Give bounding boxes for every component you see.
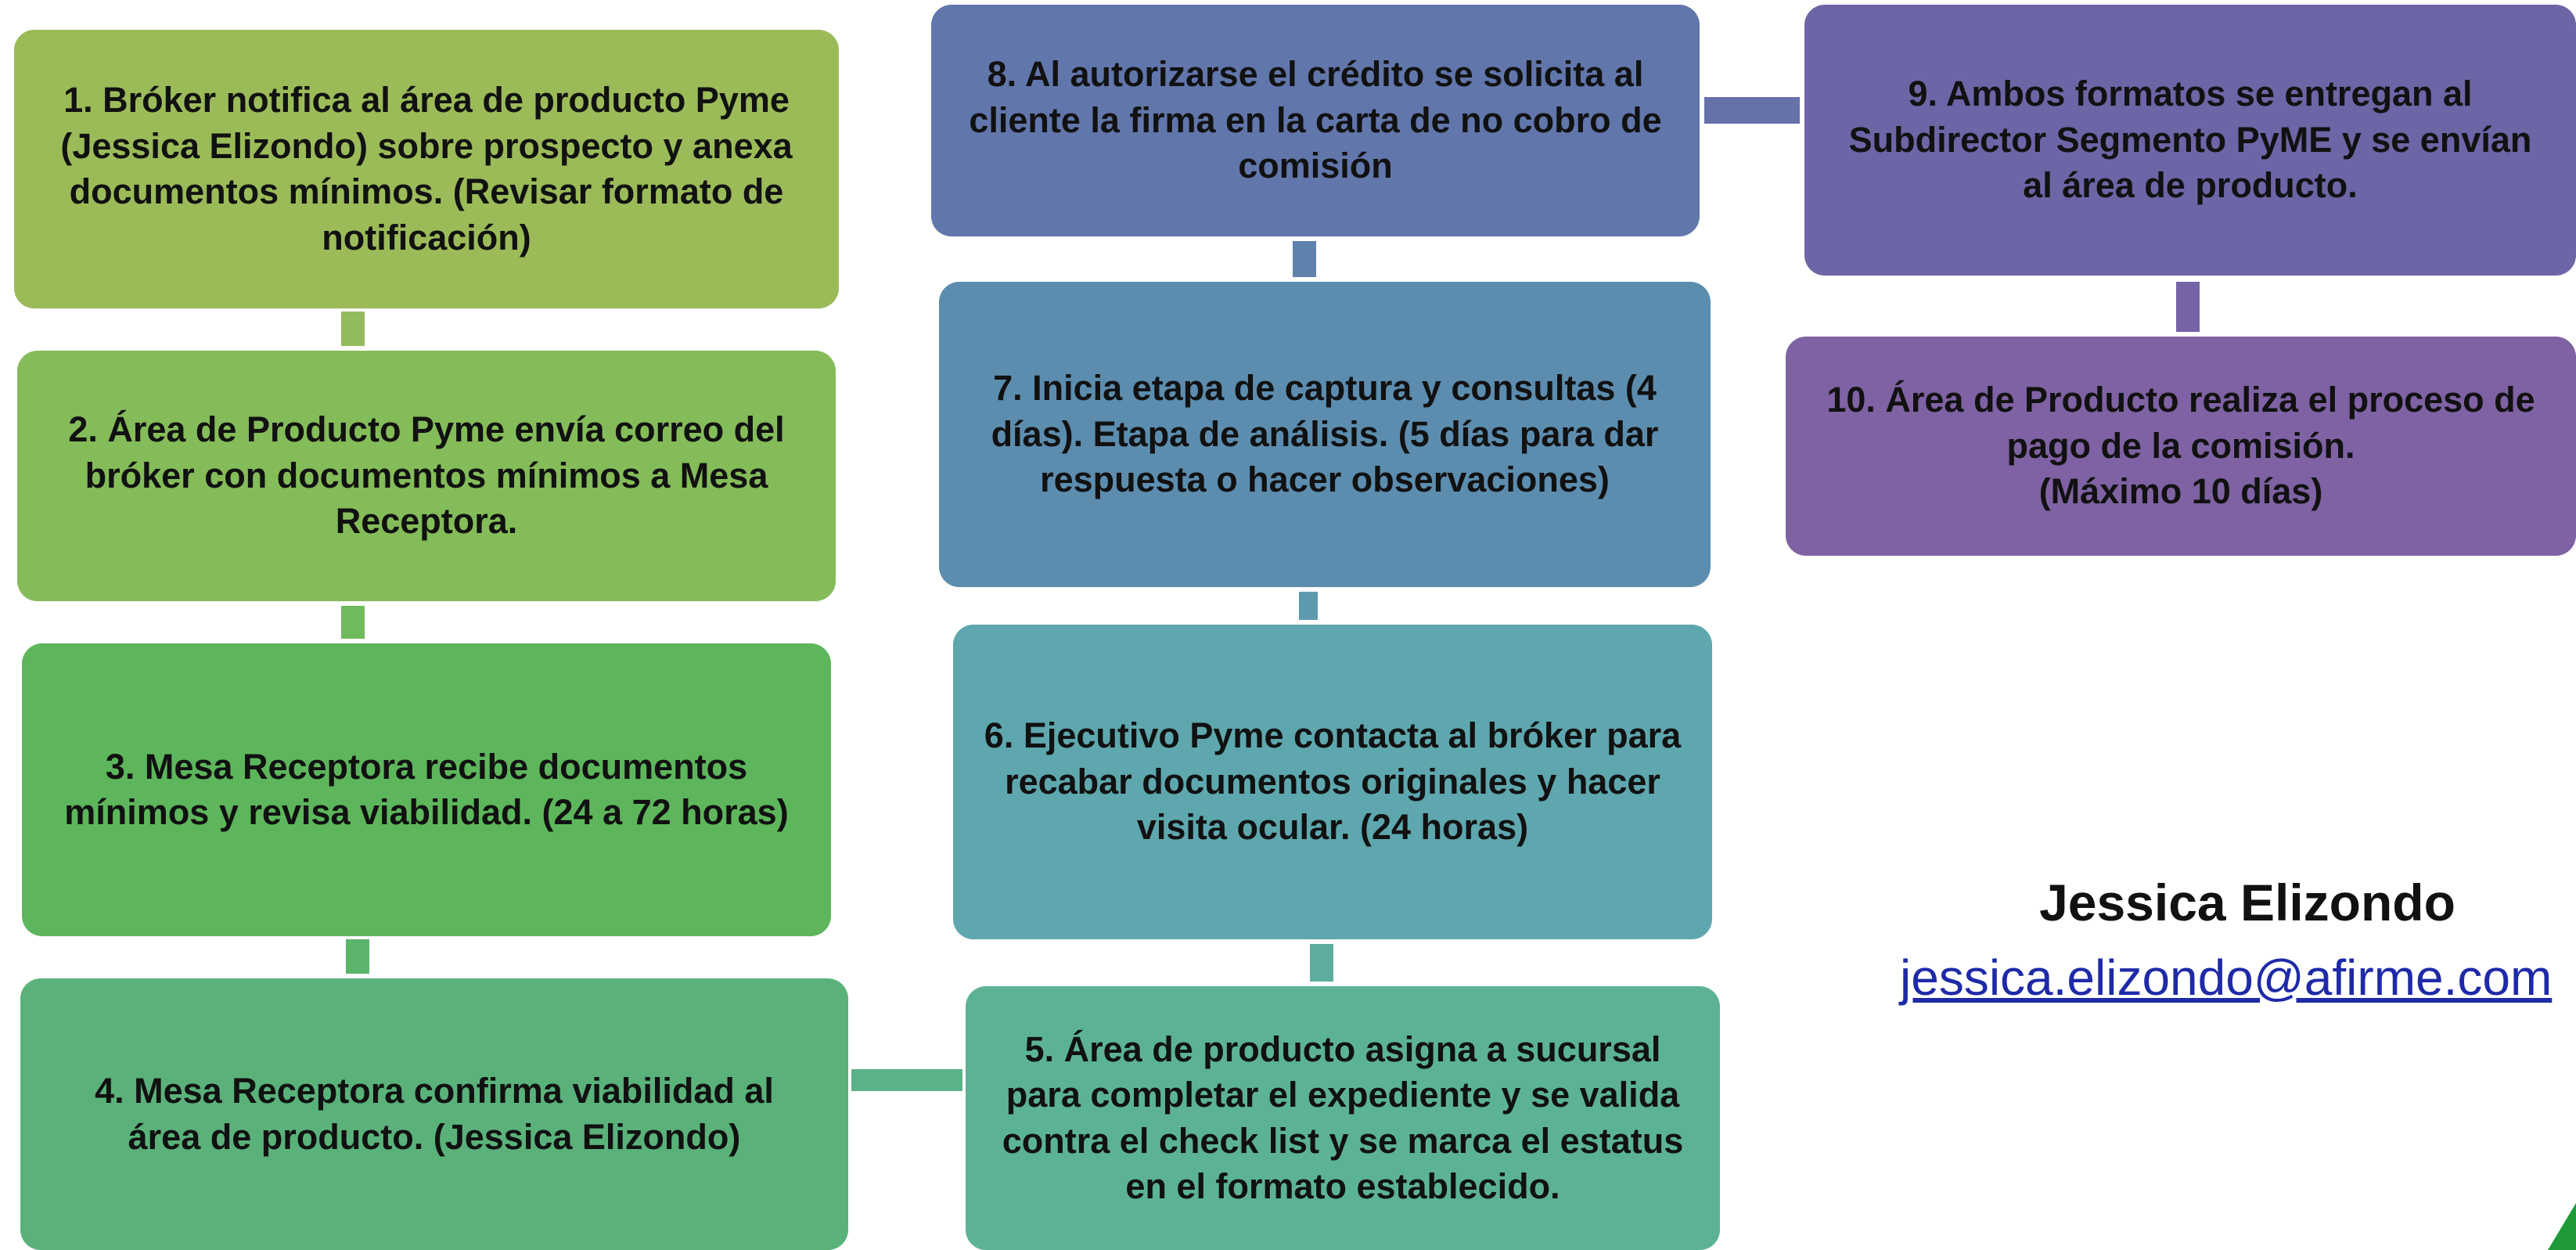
connector-7-8 [1293, 241, 1316, 277]
connector-1-2 [341, 312, 365, 346]
step-5-box: 5. Área de producto asigna a sucursal pa… [966, 986, 1720, 1250]
contact-email-link[interactable]: jessica.elizondo@afirme.com [1900, 949, 2553, 1006]
contact-name: Jessica Elizondo [2039, 874, 2455, 931]
step-1-box: 1. Bróker notifica al área de producto P… [14, 30, 839, 308]
step-10-box: 10. Área de Producto realiza el proceso … [1786, 337, 2576, 556]
step-2-box: 2. Área de Producto Pyme envía correo de… [17, 351, 836, 601]
connector-4-5 [851, 1069, 962, 1091]
connector-9-10 [2176, 282, 2200, 332]
connector-8-9 [1704, 97, 1800, 124]
connector-6-7 [1299, 592, 1318, 620]
step-3-box: 3. Mesa Receptora recibe documentos míni… [22, 643, 831, 936]
corner-check-mark-icon [2548, 1203, 2576, 1250]
step-4-box: 4. Mesa Receptora confirma viabilidad al… [20, 978, 848, 1250]
connector-3-4 [346, 939, 369, 974]
connector-5-6 [1310, 944, 1333, 982]
step-9-box: 9. Ambos formatos se entregan al Subdire… [1804, 5, 2576, 276]
step-6-box: 6. Ejecutivo Pyme contacta al bróker par… [953, 625, 1712, 939]
step-7-box: 7. Inicia etapa de captura y consultas (… [939, 282, 1711, 587]
connector-2-3 [341, 606, 365, 639]
step-8-box: 8. Al autorizarse el crédito se solicita… [931, 5, 1700, 236]
